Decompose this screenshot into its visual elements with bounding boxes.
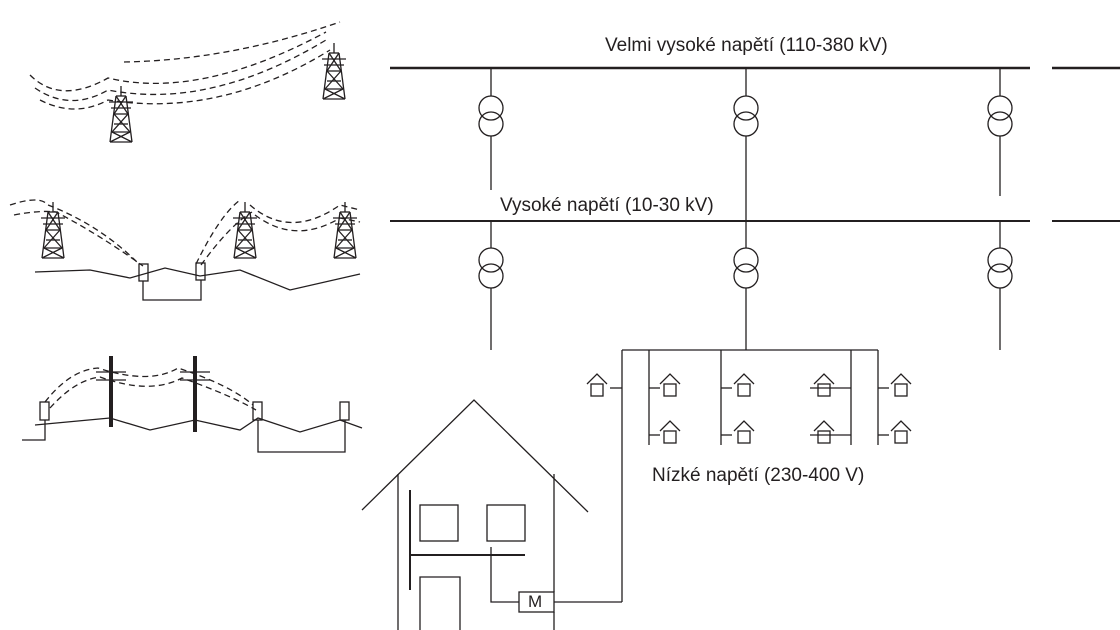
- cable-terminal-icon: [195, 262, 206, 281]
- ground-line: [34, 417, 363, 433]
- overhead-line-illustration: [29, 21, 347, 143]
- meter-label: M: [528, 592, 543, 611]
- overhead-conductors: [9, 199, 361, 267]
- transformer-icon: [478, 247, 504, 289]
- house-icon: [733, 373, 755, 397]
- house-icon: [813, 373, 835, 397]
- house-roof: [361, 399, 589, 513]
- transmission-tower-icon: [321, 42, 347, 100]
- ground-line: [34, 267, 361, 291]
- house-icon: [733, 420, 755, 444]
- house-icon: [890, 373, 912, 397]
- cable-terminal-icon: [252, 401, 263, 421]
- cable-terminal-icon: [138, 263, 149, 282]
- transformer-icon: [987, 95, 1013, 137]
- low-voltage-distribution: [554, 349, 889, 603]
- house-icon: [586, 373, 608, 397]
- cable-terminal-icon: [39, 401, 50, 421]
- house-installation: [361, 399, 589, 630]
- transformer-icon: [987, 247, 1013, 289]
- house-icon: [890, 420, 912, 444]
- cable-transition-illustration: [9, 199, 361, 301]
- transmission-tower-icon: [232, 201, 258, 259]
- house-window: [419, 504, 459, 542]
- overhead-conductors: [44, 367, 257, 411]
- house-icons: [586, 373, 912, 444]
- low-voltage-label: Nízké napětí (230-400 V): [652, 465, 865, 486]
- high-voltage-busbar: [390, 220, 1120, 248]
- house-door: [419, 576, 461, 630]
- underground-cable: [142, 280, 202, 301]
- meter-box: [518, 591, 555, 613]
- house-window: [486, 504, 526, 542]
- transformer-icon: [733, 95, 759, 137]
- transmission-tower-icon: [108, 85, 134, 143]
- house-icon: [659, 420, 681, 444]
- transformer-icon: [733, 247, 759, 289]
- overhead-conductors: [29, 21, 341, 110]
- transmission-tower-icon: [332, 201, 358, 259]
- cable-terminal-icon: [339, 401, 350, 421]
- house-icon: [813, 420, 835, 444]
- underground-cable: [257, 420, 346, 453]
- service-cable: [22, 420, 46, 441]
- transformer-icon: [478, 95, 504, 137]
- very-high-voltage-label: Velmi vysoké napětí (110-380 kV): [605, 35, 888, 56]
- high-voltage-label: Vysoké napětí (10-30 kV): [500, 195, 714, 216]
- house-icon: [659, 373, 681, 397]
- low-voltage-line-illustration: [22, 356, 363, 453]
- very-high-voltage-busbar: [390, 66, 1120, 96]
